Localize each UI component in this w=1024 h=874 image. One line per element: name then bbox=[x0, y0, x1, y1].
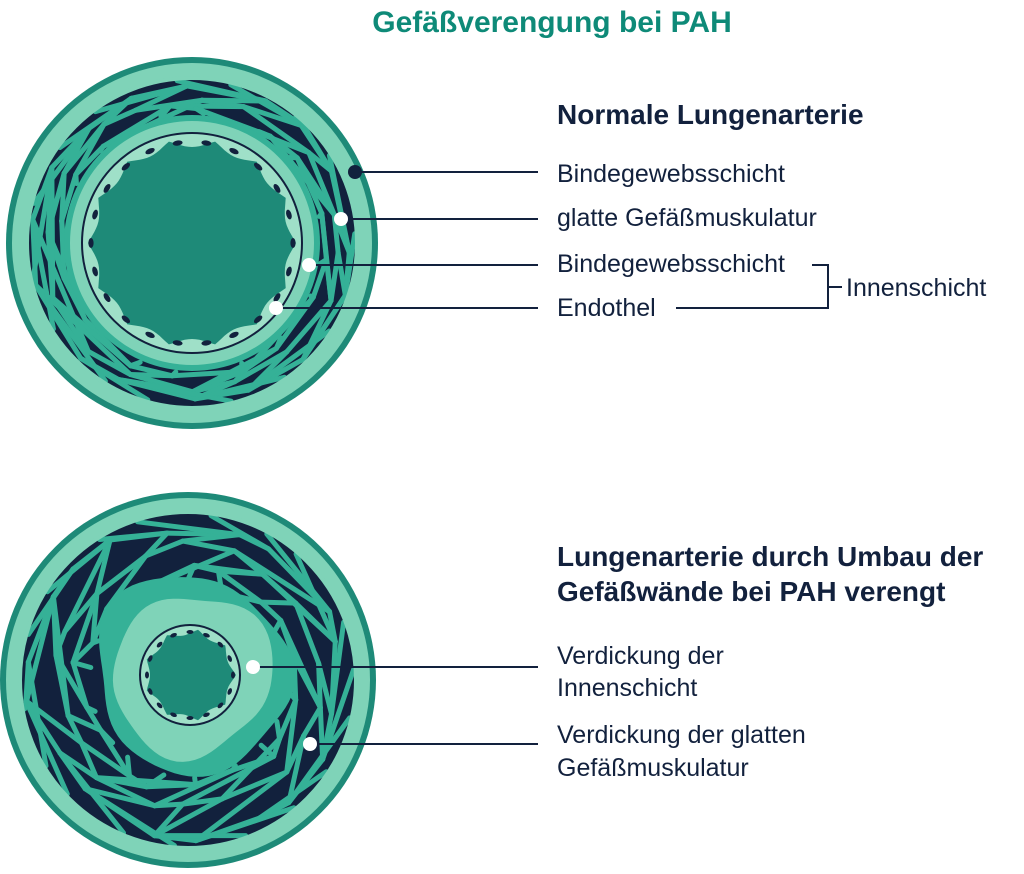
callout-intima-thickening: Verdickung der Innenschicht bbox=[246, 642, 724, 702]
label-outer-connective: Bindegewebsschicht bbox=[557, 160, 785, 188]
label-muscle: glatte Gefäßmuskulatur bbox=[557, 204, 817, 232]
callout-endothel: Endothel bbox=[269, 294, 656, 322]
normal-artery-illustration bbox=[6, 57, 378, 429]
page-title: Gefäßverengung bei PAH bbox=[372, 6, 732, 39]
callout-muscle: glatte Gefäßmuskulatur bbox=[334, 204, 817, 232]
pah-muscle-outline bbox=[18, 510, 358, 850]
pah-heading-line1: Lungenarterie durch Umbau der bbox=[557, 541, 983, 572]
label-muscle-thickening-2: Gefäßmuskulatur bbox=[557, 754, 749, 782]
pah-heading-line2: Gefäßwände bei PAH verengt bbox=[557, 576, 945, 607]
normal-muscle-fibers bbox=[30, 78, 358, 404]
pah-narrowed-lumen bbox=[146, 629, 236, 721]
normal-endothel-cells bbox=[88, 140, 296, 346]
normal-lumen bbox=[88, 141, 296, 345]
callout-dot bbox=[303, 737, 317, 751]
callout-dot bbox=[334, 212, 348, 226]
normal-heading: Normale Lungenarterie bbox=[557, 99, 864, 130]
callout-dot bbox=[269, 301, 283, 315]
label-intima-thickening-2: Innenschicht bbox=[557, 674, 697, 702]
innenschicht-bracket: Innenschicht bbox=[676, 264, 986, 309]
label-inner-connective: Bindegewebsschicht bbox=[557, 250, 785, 278]
label-intima-thickening-1: Verdickung der bbox=[557, 642, 724, 670]
callout-muscle-thickening: Verdickung der glatten Gefäßmuskulatur bbox=[303, 721, 806, 782]
callout-dot bbox=[246, 660, 260, 674]
label-innenschicht: Innenschicht bbox=[846, 274, 986, 302]
callout-inner-connective: Bindegewebsschicht bbox=[302, 250, 785, 278]
label-endothel: Endothel bbox=[557, 294, 656, 322]
normal-muscle-outline bbox=[25, 76, 359, 410]
label-muscle-thickening-1: Verdickung der glatten bbox=[557, 721, 806, 749]
callout-dot bbox=[302, 258, 316, 272]
pah-artery-illustration bbox=[0, 492, 376, 868]
callout-dot bbox=[348, 165, 362, 179]
callout-outer-connective: Bindegewebsschicht bbox=[348, 160, 785, 188]
pah-endothel-cells bbox=[145, 630, 235, 720]
